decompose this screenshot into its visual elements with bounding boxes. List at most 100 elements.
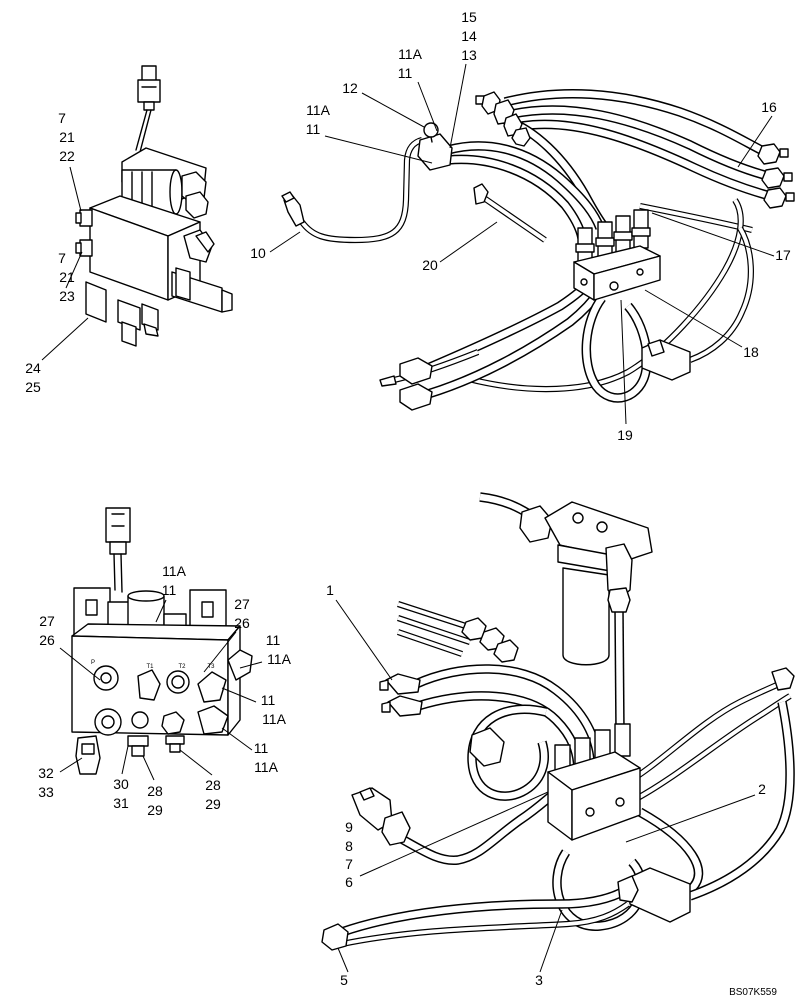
hose — [447, 142, 604, 230]
leader-line — [324, 135, 433, 164]
hose — [627, 678, 789, 784]
callout-number: 10 — [250, 245, 266, 261]
leader-line — [337, 947, 349, 973]
leader-line — [737, 115, 773, 168]
hex-nut — [757, 143, 781, 165]
port-mark: T3 — [207, 664, 215, 670]
callout-number: 19 — [617, 427, 633, 443]
callout-number: 11 — [254, 740, 269, 756]
callout-number: 8 — [345, 838, 353, 854]
cartridge — [614, 723, 631, 757]
leader-line — [239, 661, 263, 669]
hose — [341, 902, 630, 946]
elbow-fitting — [137, 669, 161, 701]
fitting-tip — [379, 375, 397, 387]
hose — [414, 665, 602, 761]
drawing-number: BS07K559 — [729, 987, 777, 998]
hex-nut — [399, 357, 433, 385]
leader-line — [69, 166, 82, 212]
cartridge-nut — [631, 227, 651, 237]
valve-stem — [430, 136, 433, 143]
bracket-bolt — [572, 512, 584, 524]
bottom-fitting-tip — [169, 743, 181, 753]
fitting-nut — [281, 191, 295, 203]
cartridge-nut — [575, 243, 595, 253]
view-2-hose-routing: 15 14 13 11A 11 12 11A 11 16 10 20 17 18… — [250, 9, 795, 443]
valve-knob — [423, 122, 439, 138]
valve-block — [547, 723, 641, 841]
leader-line — [203, 631, 237, 673]
plug-fitting-tip — [75, 242, 82, 254]
leader-line — [65, 251, 83, 289]
hose-end-fitting — [321, 923, 349, 951]
elbow-fitting — [605, 543, 633, 601]
leader-line — [417, 81, 438, 132]
port — [585, 807, 595, 817]
tube — [482, 196, 547, 242]
leader-line — [41, 317, 89, 361]
hose — [397, 616, 471, 644]
callout-number: 5 — [340, 972, 348, 988]
port-mark: P — [91, 660, 95, 666]
leader-line — [620, 299, 627, 425]
solenoid-socket — [201, 601, 214, 618]
leader-line — [179, 749, 213, 776]
view-3-valve-ports: P T1 T2 T3 11A 11 27 26 27 26 11 11A 11 … — [38, 507, 292, 818]
leader-line — [359, 791, 549, 877]
hex-plug — [161, 711, 185, 735]
elbow-fitting-nut — [195, 231, 215, 253]
wire — [113, 553, 116, 591]
callout-number: 29 — [147, 802, 163, 818]
callout-number: 7 — [58, 250, 66, 266]
callout-number: 11A — [162, 563, 187, 579]
bottom-fitting-nut — [81, 743, 95, 755]
callout-number: 21 — [59, 129, 75, 145]
hose — [633, 694, 791, 802]
hose — [393, 350, 479, 382]
bolt-hole — [580, 278, 588, 286]
hose-fitting — [771, 667, 795, 691]
bottom-fitting-tip — [131, 745, 145, 757]
view-1-valve-assembly: 7 21 22 7 21 23 24 25 — [25, 65, 233, 395]
callout-number: 2 — [758, 781, 766, 797]
block-side-face — [227, 625, 241, 736]
hex-nut — [381, 811, 411, 846]
hex-nut — [761, 167, 785, 189]
fitting-end — [783, 172, 793, 182]
hose-outline — [299, 136, 423, 244]
callout-number: 23 — [59, 288, 75, 304]
callout-number: 11 — [261, 692, 276, 708]
tee-fitting — [627, 867, 691, 923]
callout-number: 13 — [461, 47, 477, 63]
hose-fitting — [387, 695, 423, 717]
connector-plug — [135, 65, 161, 153]
hex-nut — [399, 383, 433, 411]
callout-number: 11A — [254, 759, 279, 775]
solenoid-coil — [121, 147, 209, 219]
filter-canister — [562, 567, 610, 666]
hose — [689, 227, 753, 362]
hose — [397, 630, 463, 656]
callout-number: 12 — [342, 80, 358, 96]
solenoid-socket — [85, 599, 98, 616]
elbow-fitting — [197, 705, 229, 735]
callout-number: 27 — [39, 613, 55, 629]
leader-line — [539, 909, 563, 973]
callout-number: 17 — [775, 247, 791, 263]
leader-line — [439, 221, 498, 263]
callout-number: 32 — [38, 765, 54, 781]
bottom-fitting — [127, 735, 149, 747]
callout-number: 11 — [266, 632, 281, 648]
callout-number: 28 — [147, 783, 163, 799]
leader-line — [155, 599, 167, 623]
callout-number: 16 — [761, 99, 777, 115]
connector-body — [105, 507, 131, 543]
hex-nut — [493, 639, 519, 663]
callout-number: 14 — [461, 28, 477, 44]
coil-top — [127, 590, 165, 602]
bottom-fitting — [165, 735, 185, 745]
tube-fitting — [473, 183, 489, 205]
callout-number: 33 — [38, 784, 54, 800]
fittings — [321, 617, 795, 951]
